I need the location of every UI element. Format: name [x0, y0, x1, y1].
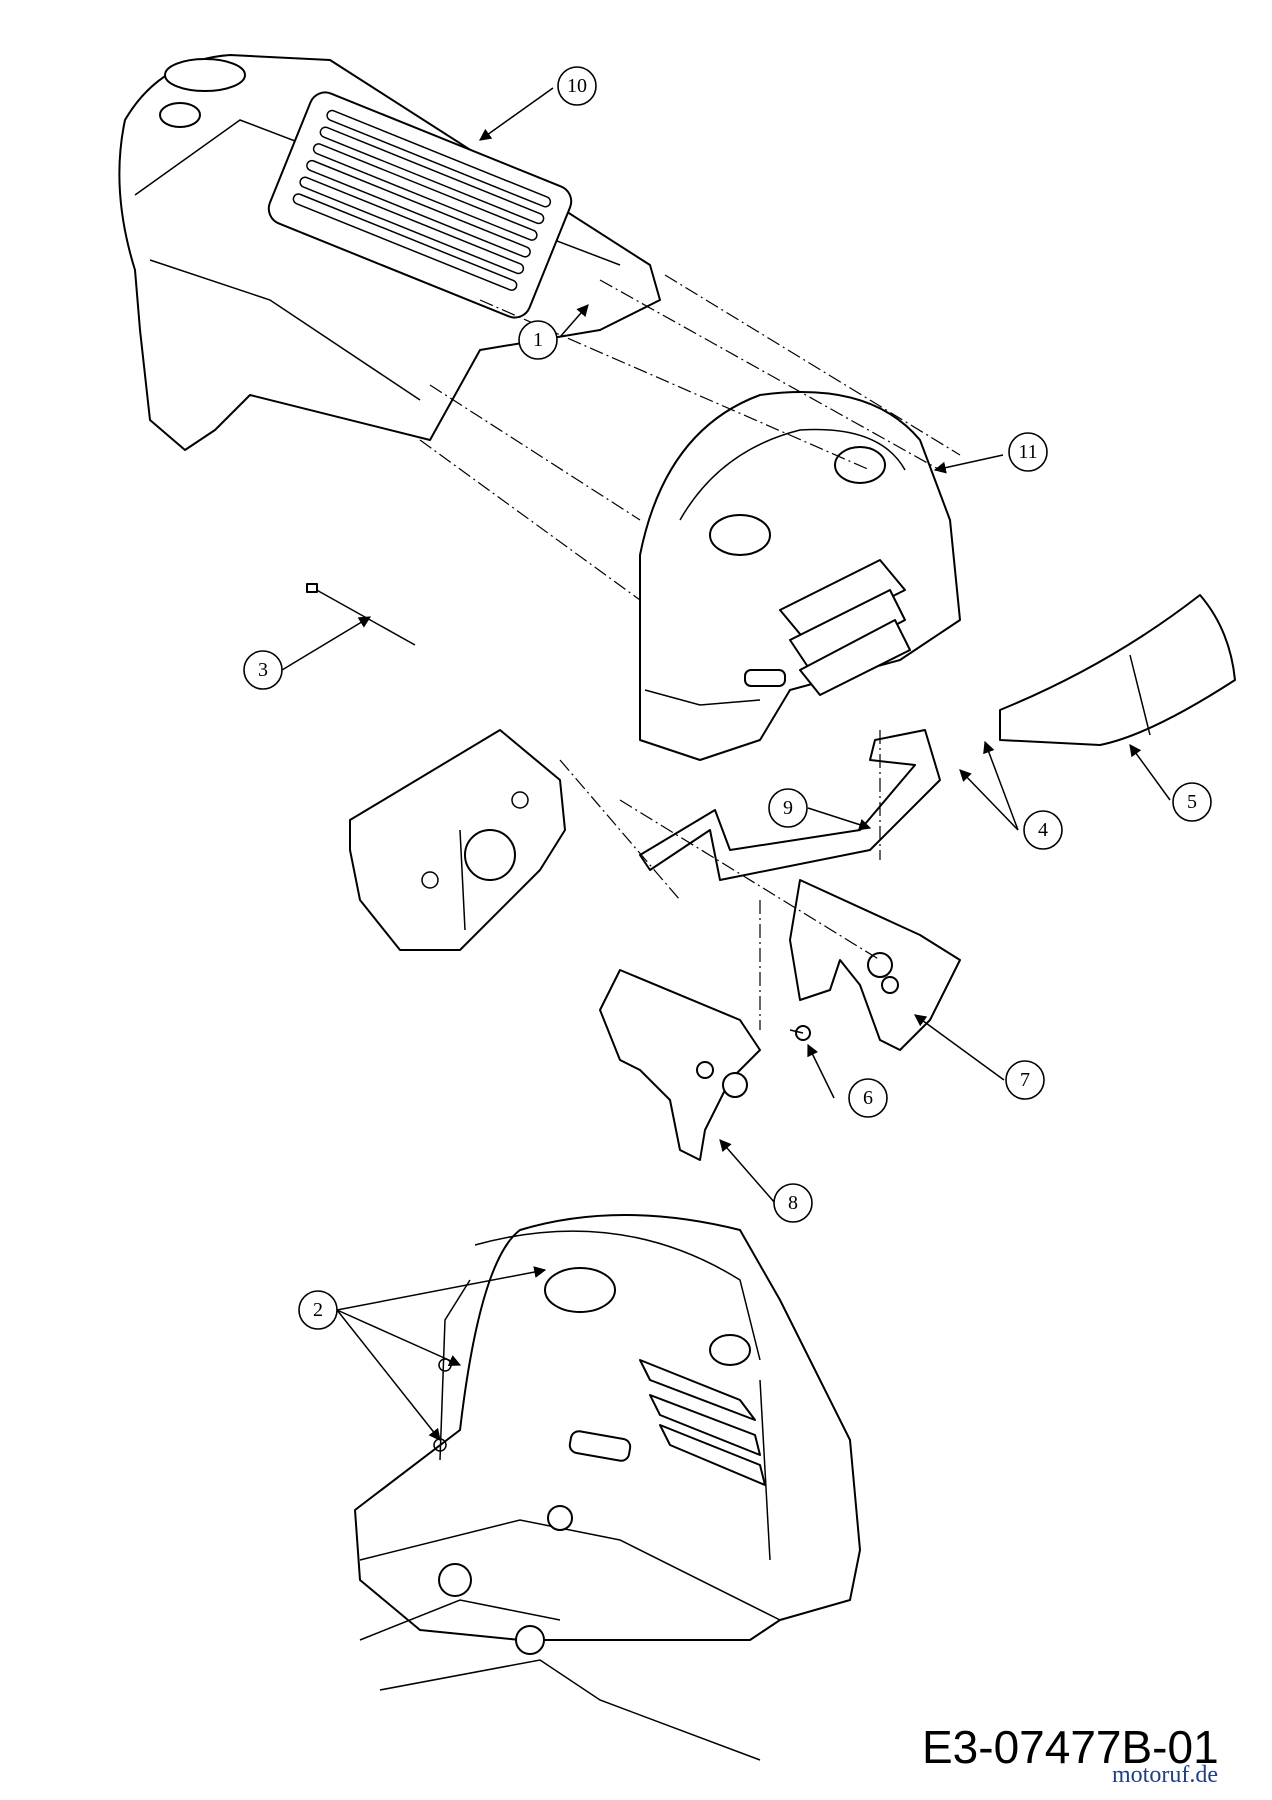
left-side-bracket — [599, 969, 761, 1161]
callout-1-label: 1 — [533, 329, 543, 351]
callout-10-label: 10 — [567, 75, 587, 97]
callout-11-label: 11 — [1018, 441, 1037, 463]
leader-lines — [281, 87, 1171, 1441]
hood-top — [118, 54, 661, 451]
callout-10: 10 — [557, 66, 597, 106]
front-nose-housing — [639, 391, 961, 761]
callout-9-label: 9 — [783, 797, 793, 819]
bumper-cover — [999, 594, 1236, 746]
alignment-lines — [419, 274, 961, 1030]
bracket-strap — [639, 729, 941, 881]
callout-7-label: 7 — [1020, 1069, 1030, 1091]
callout-4: 4 — [1023, 810, 1063, 850]
vent-slots — [292, 109, 552, 291]
callout-7: 7 — [1005, 1060, 1045, 1100]
callout-5: 5 — [1172, 782, 1212, 822]
callout-5-label: 5 — [1187, 791, 1197, 813]
callout-9: 9 — [768, 788, 808, 828]
callout-11: 11 — [1008, 432, 1048, 472]
assembled-front-view — [354, 1214, 861, 1761]
callout-4-label: 4 — [1038, 819, 1048, 841]
callout-3-label: 3 — [258, 659, 268, 681]
callout-6: 6 — [848, 1078, 888, 1118]
drawing-number: E3-07477B-01 — [922, 1721, 1219, 1773]
callout-3: 3 — [243, 650, 283, 690]
watermark-logo: motoruf.de — [1112, 1762, 1218, 1788]
callout-1: 1 — [518, 320, 558, 360]
callout-2-label: 2 — [313, 1299, 323, 1321]
mounting-plate-left — [349, 729, 566, 951]
callout-6-label: 6 — [863, 1087, 873, 1109]
callout-8: 8 — [773, 1183, 813, 1223]
screw — [789, 1025, 811, 1041]
cable-tie — [306, 583, 416, 646]
right-side-bracket — [789, 879, 961, 1051]
callout-2: 2 — [298, 1290, 338, 1330]
callout-8-label: 8 — [788, 1192, 798, 1214]
